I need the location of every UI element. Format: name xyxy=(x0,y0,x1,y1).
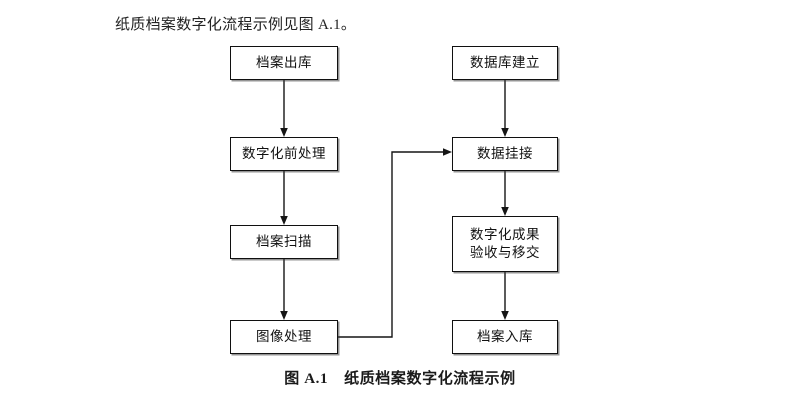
intro-text: 纸质档案数字化流程示例见图 A.1。 xyxy=(115,17,357,33)
edge-db-build-to-data-link xyxy=(501,80,509,137)
edge-pre-process-to-scan xyxy=(280,171,288,225)
node-archive-out[interactable]: 档案出库 xyxy=(230,46,338,80)
node-acceptance-and-transfer-label-line1: 数字化成果 xyxy=(470,227,540,242)
node-data-linking-label: 数据挂接 xyxy=(477,146,533,161)
node-archive-in[interactable]: 档案入库 xyxy=(452,320,558,354)
node-archive-scan-label: 档案扫描 xyxy=(256,234,312,249)
figure-caption: 图 A.1 纸质档案数字化流程示例 xyxy=(0,368,800,390)
node-database-setup-label: 数据库建立 xyxy=(470,55,540,70)
edge-scan-to-image-process xyxy=(280,259,288,320)
edge-archive-out-to-pre-process xyxy=(280,80,288,137)
node-image-processing-label: 图像处理 xyxy=(256,329,312,344)
edge-data-link-to-acceptance xyxy=(501,171,509,216)
node-archive-out-label: 档案出库 xyxy=(256,55,312,70)
node-database-setup[interactable]: 数据库建立 xyxy=(452,46,558,80)
node-archive-scan[interactable]: 档案扫描 xyxy=(230,225,338,259)
node-data-linking[interactable]: 数据挂接 xyxy=(452,137,558,171)
figure-caption-title: 纸质档案数字化流程示例 xyxy=(344,371,516,387)
node-pre-digitization-process-label: 数字化前处理 xyxy=(242,146,326,161)
node-pre-digitization-process[interactable]: 数字化前处理 xyxy=(230,137,338,171)
figure-caption-label: 图 A.1 xyxy=(284,371,329,387)
node-archive-in-label: 档案入库 xyxy=(477,329,533,344)
edge-image-process-to-data-link xyxy=(338,148,452,338)
node-image-processing[interactable]: 图像处理 xyxy=(230,320,338,354)
node-acceptance-and-transfer-label-line2: 验收与移交 xyxy=(470,245,540,260)
edge-acceptance-to-archive-in xyxy=(501,272,509,320)
node-acceptance-and-transfer[interactable]: 数字化成果 验收与移交 xyxy=(452,216,558,272)
